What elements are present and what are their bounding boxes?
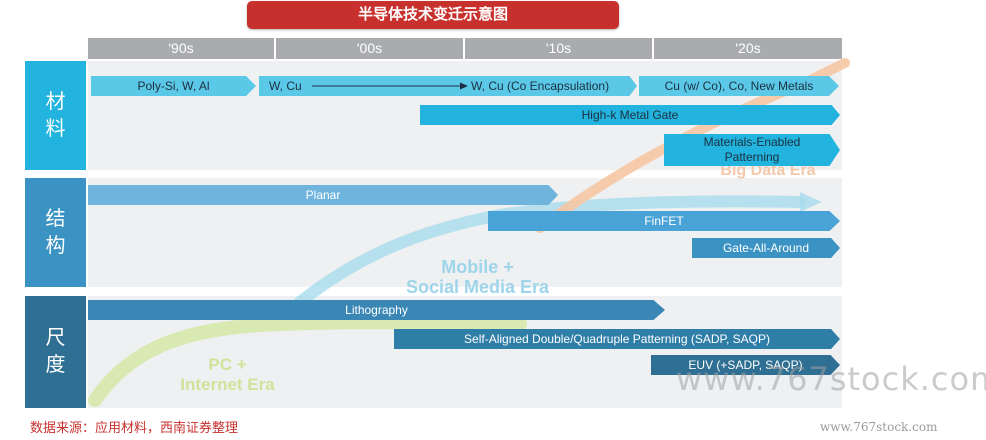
watermark-large: www.767stock.com [676,360,986,398]
decade-90s: '90s [88,38,274,59]
bar-high-k: High-k Metal Gate [420,105,840,125]
row-label-structure: 结构 [25,178,86,287]
pc-era-curve [88,315,527,407]
bar-cu-co: Cu (w/ Co), Co, New Metals [639,76,839,96]
pc-era-label: PC + Internet Era [180,355,275,394]
diagram-title: 半导体技术变迁示意图 [247,1,619,29]
row-label-scale: 尺度 [25,296,86,408]
source-note: 数据来源：应用材料，西南证券整理 [30,420,239,435]
bar-euv: EUV (+SADP, SAQP) [651,355,840,375]
bar-lithography: Lithography [88,300,665,320]
mobile-era-arrowhead [800,192,822,212]
bar-finfet: FinFET [488,211,840,231]
decade-10s: '10s [465,38,652,59]
bar-planar: Planar [88,185,558,205]
bar-gaa: Gate-All-Around [692,238,840,258]
bar-w-cu-co-label: W, Cu (Co Encapsulation) [471,79,610,93]
watermark-small: www.767stock.com [820,420,938,434]
decade-20s: '20s [654,38,842,59]
bigdata-era-label: Big Data Era [720,162,816,179]
bar-poly-si: Poly-Si, W, Al [91,76,256,96]
row-label-materials: 材料 [25,61,86,170]
decade-00s: '00s [276,38,463,59]
bar-sadp: Self-Aligned Double/Quadruple Patterning… [394,329,840,349]
bar-w-cu-label: W, Cu [269,79,302,93]
mobile-era-label: Mobile + Social Media Era [405,257,550,297]
w-cu-arrow [312,82,468,90]
